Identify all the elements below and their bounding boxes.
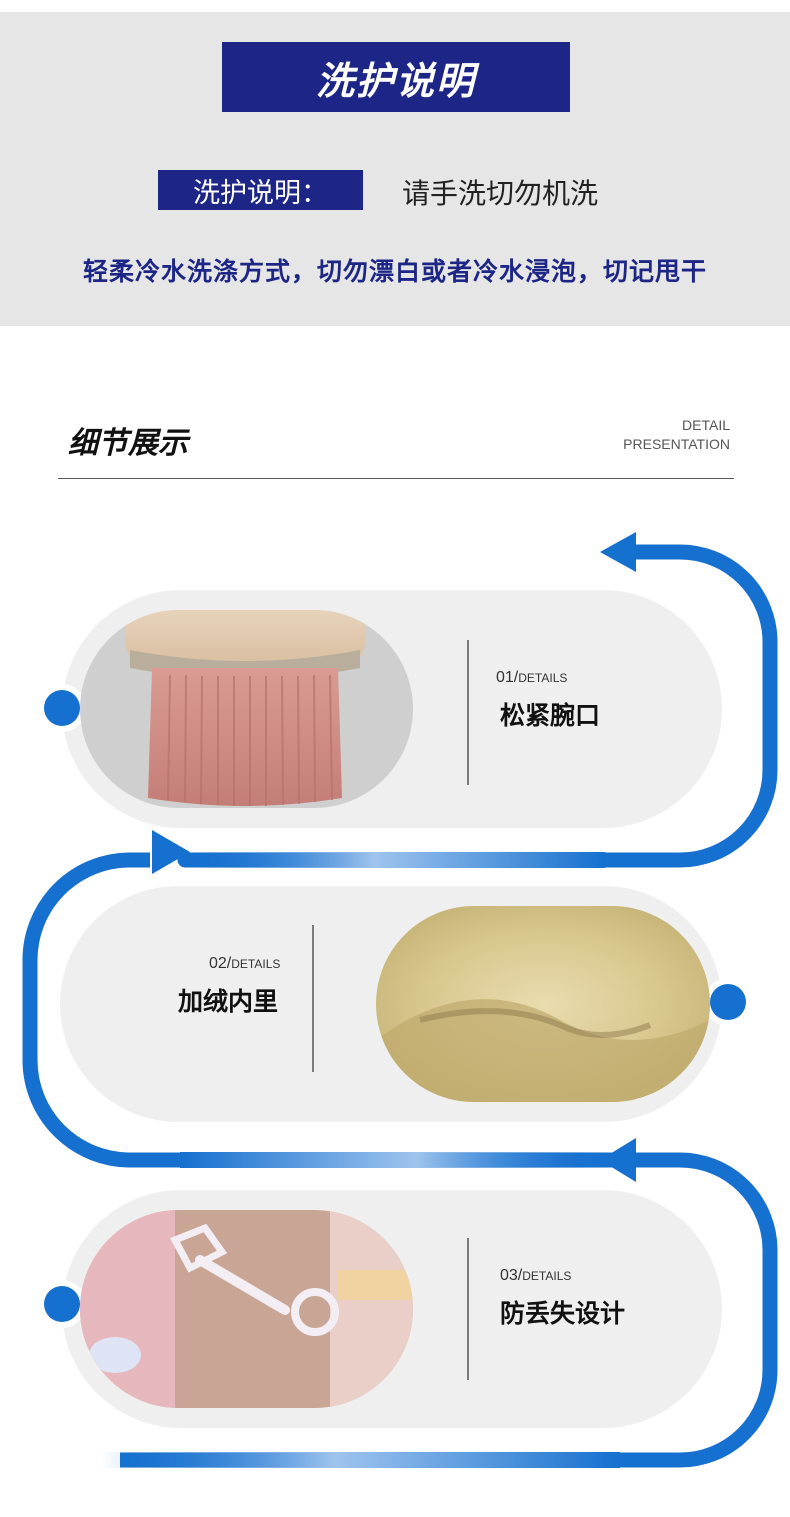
details-flow: 01/DETAILS 松紧腕口 02/DETAILS 加绒内里 03/DETAI… [22,532,778,1468]
detail-label-2: 加绒内里 [177,987,278,1016]
details-subtitle: DETAIL PRESENTATION [623,416,730,454]
flow-fade-2 [180,1152,610,1168]
detail-label-1: 松紧腕口 [500,701,600,730]
arrow-left-icon [600,1138,636,1182]
flow-track-1 [177,544,778,868]
details-divider [58,478,734,479]
flow-track-3 [120,1152,778,1468]
detail-num-1: 01/DETAILS [496,669,567,686]
care-label: 洗护说明： [158,170,363,210]
fleece-lining-photo [376,906,710,1102]
detail-label-3: 防丢失设计 [500,1299,625,1328]
bullet-dot [44,1286,80,1322]
arrow-left-icon [600,532,636,572]
details-subtitle-line1: DETAIL [682,417,730,433]
bullet-dot [44,690,80,726]
care-value: 请手洗切勿机洗 [402,177,599,210]
detail-num-2: 02/DETAILS [209,955,280,972]
flow-track-2 [22,852,620,1168]
flow-fade-3 [100,1452,620,1468]
care-panel: 洗护说明 洗护说明： 请手洗切勿机洗 轻柔冷水洗涤方式，切勿漂白或者冷水浸泡，切… [0,12,790,326]
care-title: 洗护说明 [315,58,476,103]
arrow-right-icon [152,830,190,874]
care-title-banner: 洗护说明 [222,42,570,112]
wrist-cuff-photo [80,610,413,808]
detail-num-3: 03/DETAILS [500,1267,571,1284]
bullet-dot [710,984,746,1020]
anti-lost-clip-photo [80,1210,413,1408]
details-title: 细节展示 [68,426,188,461]
details-subtitle-line2: PRESENTATION [623,436,730,452]
care-notice: 轻柔冷水洗涤方式，切勿漂白或者冷水浸泡，切记甩干 [82,257,707,286]
flow-fade-1 [185,852,605,868]
